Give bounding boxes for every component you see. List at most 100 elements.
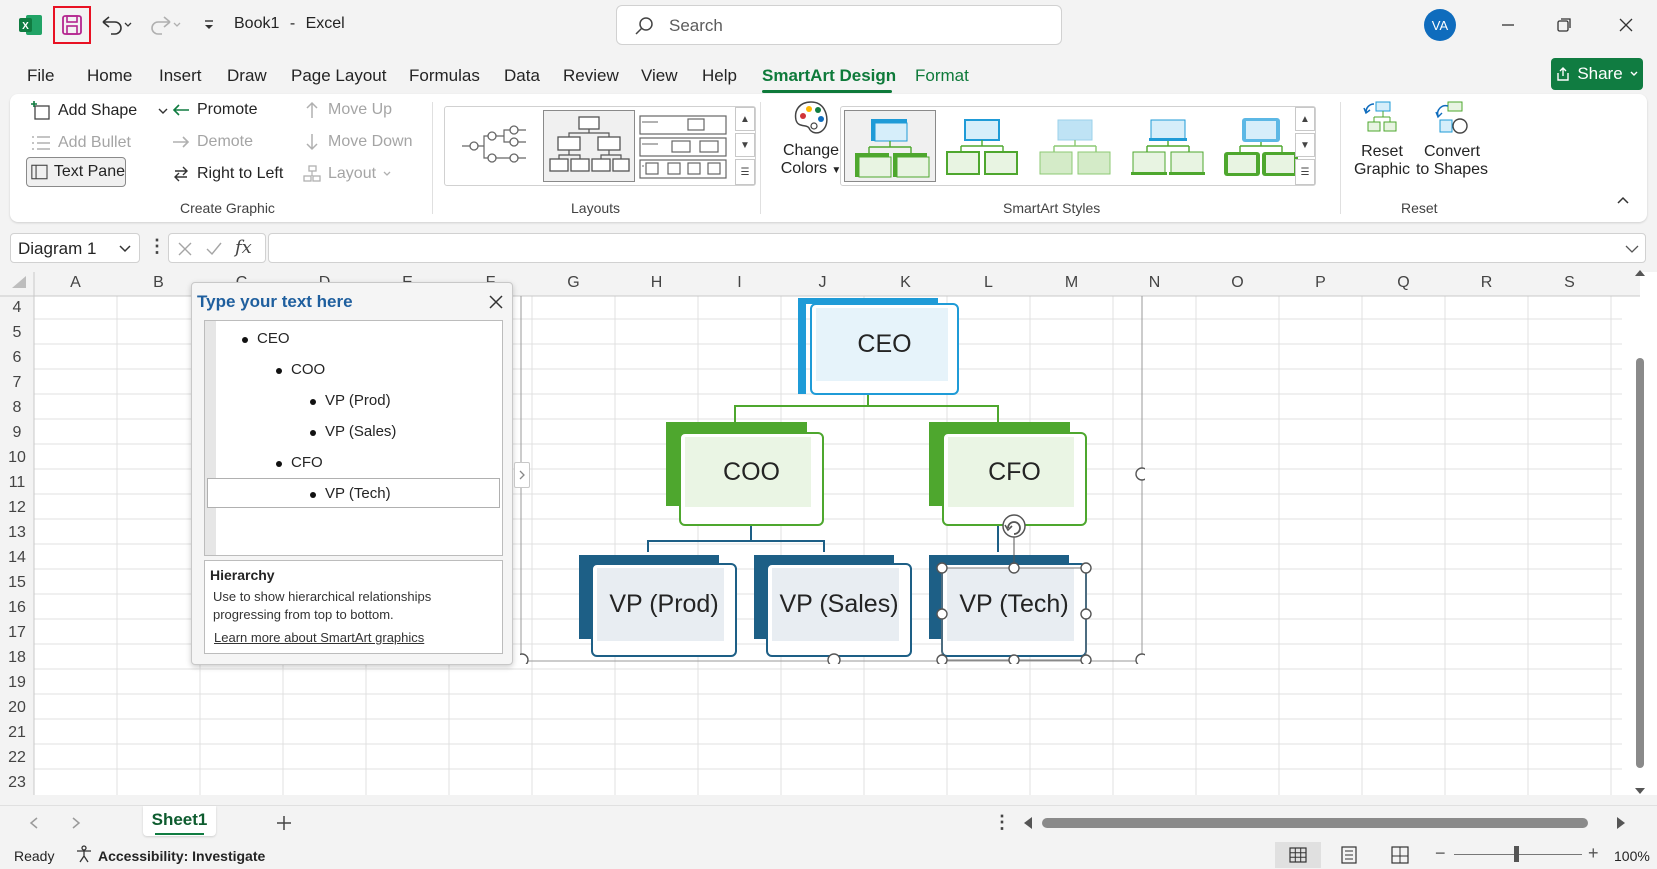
tab-view[interactable]: View <box>641 66 678 85</box>
row-header[interactable]: 20 <box>8 699 26 716</box>
layout-option-labeled-hierarchy[interactable] <box>638 110 730 182</box>
zoom-level[interactable]: 100% <box>1614 848 1650 864</box>
sheet-tab-sheet1[interactable]: Sheet1 <box>143 806 216 836</box>
list-item[interactable]: VP (Sales) <box>309 423 397 440</box>
tab-draw[interactable]: Draw <box>227 66 267 85</box>
list-item[interactable]: CEO <box>242 330 290 347</box>
column-header[interactable]: A <box>70 274 81 291</box>
customize-quick-access-icon[interactable] <box>200 16 218 34</box>
node-vp-tech[interactable]: VP (Tech) <box>959 589 1069 618</box>
formula-input[interactable] <box>268 233 1646 263</box>
row-header[interactable]: 10 <box>8 449 26 466</box>
row-header[interactable]: 13 <box>8 524 26 541</box>
zoom-in-button[interactable]: + <box>1588 843 1599 863</box>
tab-review[interactable]: Review <box>563 66 619 85</box>
tab-smartart-design[interactable]: SmartArt Design <box>762 66 897 85</box>
add-bullet-button[interactable]: Add Bullet <box>30 132 131 154</box>
node-vp-prod[interactable]: VP (Prod) <box>609 589 719 618</box>
text-pane-button[interactable]: Text Pane <box>26 157 126 187</box>
node-vp-sales[interactable]: VP (Sales) <box>779 589 899 618</box>
style-option-4[interactable] <box>1123 110 1215 182</box>
horizontal-scroll-thumb[interactable] <box>1042 818 1588 828</box>
change-colors-button[interactable]: Change Colors ▼ <box>773 98 849 194</box>
chevron-left-icon[interactable] <box>28 816 40 830</box>
row-header[interactable]: 7 <box>12 374 22 391</box>
column-header[interactable]: H <box>650 274 663 291</box>
confirm-entry-icon[interactable] <box>205 241 223 257</box>
search-box[interactable]: Search <box>616 5 1062 45</box>
add-shape-button[interactable]: Add Shape <box>30 100 169 122</box>
styles-scroll-up[interactable]: ▲ <box>1295 107 1315 131</box>
share-button[interactable]: Share <box>1551 58 1643 90</box>
tab-data[interactable]: Data <box>504 66 540 85</box>
close-icon[interactable] <box>489 295 503 309</box>
page-layout-view-icon[interactable] <box>1340 846 1358 864</box>
chevron-right-icon[interactable] <box>70 816 82 830</box>
promote-button[interactable]: Promote <box>171 100 257 120</box>
move-down-button[interactable]: Move Down <box>302 132 412 152</box>
row-header[interactable]: 9 <box>12 424 22 441</box>
tab-insert[interactable]: Insert <box>159 66 202 85</box>
list-item[interactable]: COO <box>275 361 326 378</box>
layouts-scroll-up[interactable]: ▲ <box>735 107 755 131</box>
column-header[interactable]: L <box>984 274 993 291</box>
tab-help[interactable]: Help <box>702 66 737 85</box>
tab-file[interactable]: File <box>27 66 55 85</box>
column-header[interactable]: M <box>1064 274 1079 291</box>
rotate-handle-icon[interactable] <box>1002 514 1026 564</box>
vertical-scrollbar[interactable] <box>1628 270 1652 798</box>
text-pane-list[interactable]: CEO COO VP (Prod) VP (Sales) CFO VP (Tec… <box>204 320 503 556</box>
scroll-right-arrow-icon[interactable] <box>1615 816 1627 830</box>
column-header[interactable]: O <box>1231 274 1244 291</box>
layout-dropdown[interactable]: Layout <box>302 164 392 184</box>
demote-button[interactable]: Demote <box>171 132 253 152</box>
zoom-out-button[interactable]: − <box>1435 843 1446 863</box>
row-header[interactable]: 15 <box>8 574 26 591</box>
scroll-down-arrow-icon[interactable] <box>1633 784 1647 798</box>
vertical-scroll-thumb[interactable] <box>1636 358 1644 768</box>
undo-button[interactable] <box>97 12 135 38</box>
style-option-1[interactable] <box>844 110 936 182</box>
list-item-active[interactable]: VP (Tech) <box>310 485 391 502</box>
style-option-3[interactable] <box>1030 110 1122 182</box>
column-header[interactable]: S <box>1564 274 1575 291</box>
column-header[interactable]: R <box>1480 274 1493 291</box>
add-sheet-icon[interactable] <box>276 815 292 831</box>
row-header[interactable]: 23 <box>8 774 26 791</box>
row-header[interactable]: 12 <box>8 499 26 516</box>
cancel-entry-icon[interactable] <box>177 241 193 257</box>
tab-home[interactable]: Home <box>87 66 133 85</box>
row-header[interactable]: 14 <box>8 549 26 566</box>
right-to-left-button[interactable]: Right to Left <box>171 164 283 184</box>
column-header[interactable]: I <box>737 274 742 291</box>
page-break-view-icon[interactable] <box>1391 846 1409 864</box>
row-header[interactable]: 11 <box>8 474 26 491</box>
styles-more[interactable]: ☰ <box>1295 159 1315 185</box>
column-header[interactable]: K <box>900 274 911 291</box>
scroll-left-arrow-icon[interactable] <box>1022 816 1034 830</box>
tab-format[interactable]: Format <box>915 66 969 85</box>
tab-page-layout[interactable]: Page Layout <box>291 66 387 85</box>
column-header[interactable]: P <box>1315 274 1326 291</box>
row-header[interactable]: 16 <box>8 599 26 616</box>
minimize-button[interactable] <box>1488 10 1528 40</box>
list-item[interactable]: VP (Prod) <box>310 392 391 409</box>
column-header[interactable]: N <box>1148 274 1161 291</box>
redo-button[interactable] <box>146 12 184 38</box>
restore-button[interactable] <box>1544 10 1584 40</box>
column-header[interactable]: J <box>818 274 827 291</box>
layout-option-horizontal-hierarchy[interactable] <box>448 110 540 182</box>
reset-graphic-button[interactable]: Reset Graphic <box>1350 98 1414 179</box>
sheet-options-icon[interactable]: ⋮ <box>993 812 1011 832</box>
row-header[interactable]: 4 <box>12 299 22 316</box>
text-pane-toggle-button[interactable] <box>514 462 530 488</box>
row-header[interactable]: 18 <box>8 649 26 666</box>
avatar[interactable]: VA <box>1424 9 1456 41</box>
insert-function-icon[interactable]: fx <box>235 237 252 258</box>
row-header[interactable]: 6 <box>12 349 22 366</box>
save-button[interactable] <box>53 6 91 44</box>
node-ceo[interactable]: CEO <box>857 329 912 358</box>
row-header[interactable]: 17 <box>8 624 26 641</box>
column-header[interactable]: Q <box>1397 274 1410 291</box>
row-header[interactable]: 19 <box>8 674 26 691</box>
